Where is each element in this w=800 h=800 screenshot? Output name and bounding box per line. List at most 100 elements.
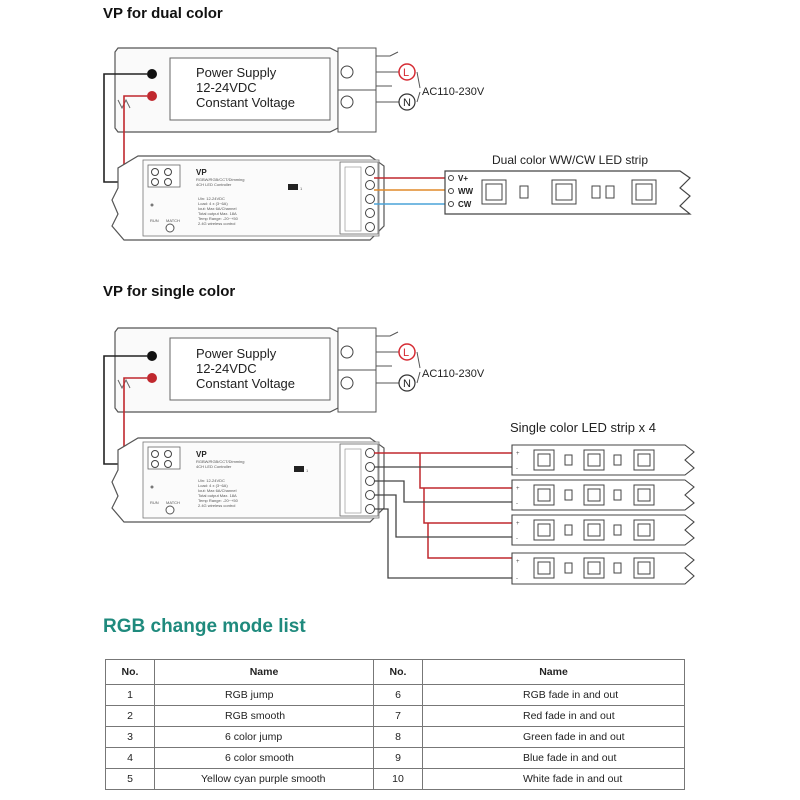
mode-no: 8 — [373, 726, 423, 748]
table-row: 5 Yellow cyan purple smooth 10 White fad… — [105, 768, 685, 790]
controller-name-1: VP — [196, 168, 207, 177]
pin-vplus: V+ — [458, 174, 468, 183]
controller-1: VP RGBW/RGB/CCT/Dimming 4CH LED Controll… — [111, 155, 385, 241]
mode-name: Yellow cyan purple smooth — [154, 768, 374, 790]
mode-table: No. Name No. Name 1 RGB jump 6 RGB fade … — [105, 659, 685, 790]
controller-name-2: VP — [196, 450, 207, 459]
mode-name: Red fade in and out — [422, 705, 685, 727]
svg-text:Uin: 12-24VDC: Uin: 12-24VDC — [198, 196, 225, 201]
mode-no: 5 — [105, 768, 155, 790]
psu-neg-terminal-1 — [147, 69, 157, 79]
section-title-dual: VP for dual color — [103, 5, 223, 22]
single-strip-2: + - — [511, 479, 695, 511]
table-row: 3 6 color jump 8 Green fade in and out — [105, 726, 685, 748]
svg-text:MATCH: MATCH — [166, 500, 180, 505]
header-name-1: Name — [154, 659, 374, 685]
svg-text:Load: 4 x (3~6A): Load: 4 x (3~6A) — [198, 201, 228, 206]
psu-pos-terminal-2 — [147, 373, 157, 383]
N-terminal-1 — [398, 93, 416, 111]
svg-text:2.4G wireless control: 2.4G wireless control — [198, 503, 235, 508]
svg-text:-: - — [516, 576, 518, 582]
svg-text:Temp Range: -20~+50: Temp Range: -20~+50 — [198, 498, 239, 503]
svg-text:RUN: RUN — [150, 218, 159, 223]
svg-text:+: + — [516, 559, 520, 565]
svg-text:L: L — [403, 347, 409, 359]
mode-name: RGB smooth — [154, 705, 374, 727]
svg-text:-: - — [516, 501, 518, 507]
psu-pos-terminal-1 — [147, 91, 157, 101]
single-strip-3: + - — [511, 514, 695, 546]
svg-text:+: + — [516, 486, 520, 492]
mode-no: 10 — [373, 768, 423, 790]
mode-no: 2 — [105, 705, 155, 727]
pin-cw: CW — [458, 200, 472, 209]
mode-no: 4 — [105, 747, 155, 769]
header-name-2: Name — [422, 659, 685, 685]
L-terminal-1 — [398, 63, 416, 81]
psu-neg-terminal-2 — [147, 351, 157, 361]
svg-text:Iout: Max 6A/Channel: Iout: Max 6A/Channel — [198, 206, 237, 211]
header-no-2: No. — [373, 659, 423, 685]
svg-text:Total output Max. 18A: Total output Max. 18A — [198, 493, 237, 498]
power-supply-2: Power Supply 12-24VDC Constant Voltage L… — [114, 327, 485, 413]
svg-text:+: + — [516, 451, 520, 457]
vplus-bus-2 — [374, 452, 512, 559]
svg-text:RGBW/RGB/CCT/Dimming: RGBW/RGB/CCT/Dimming — [196, 459, 244, 464]
mode-name: 6 color smooth — [154, 747, 374, 769]
svg-text:Temp Range: -20~+50: Temp Range: -20~+50 — [198, 216, 239, 221]
mode-no: 7 — [373, 705, 423, 727]
section-title-single: VP for single color — [103, 283, 236, 300]
dual-color-strip: V+ WW CW — [444, 170, 692, 215]
mode-name: 6 color jump — [154, 726, 374, 748]
mode-no: 1 — [105, 684, 155, 706]
pin-ww: WW — [458, 187, 474, 196]
svg-text:Load: 4 x (3~6A): Load: 4 x (3~6A) — [198, 483, 228, 488]
svg-text:+: + — [516, 521, 520, 527]
psu-voltage-2: 12-24VDC — [196, 361, 257, 376]
psu-mode-2: Constant Voltage — [196, 376, 295, 391]
svg-text:RUN: RUN — [150, 500, 159, 505]
svg-text:2.4G wireless control: 2.4G wireless control — [198, 221, 235, 226]
svg-text:Total output Max. 18A: Total output Max. 18A — [198, 211, 237, 216]
channel-wires-2 — [374, 466, 512, 579]
svg-text:L: L — [403, 67, 409, 79]
svg-text:-: - — [516, 466, 518, 472]
L-terminal-2 — [398, 343, 416, 361]
svg-text:Uin: 12-24VDC: Uin: 12-24VDC — [198, 478, 225, 483]
mode-name: RGB jump — [154, 684, 374, 706]
svg-text:4CH LED Controller: 4CH LED Controller — [196, 182, 232, 187]
ac-label-2: AC110-230V — [422, 368, 485, 380]
table-row: 1 RGB jump 6 RGB fade in and out — [105, 684, 685, 706]
mode-name: Blue fade in and out — [422, 747, 685, 769]
header-no-1: No. — [105, 659, 155, 685]
ac-label-1: AC110-230V — [422, 86, 485, 98]
mode-no: 3 — [105, 726, 155, 748]
mode-no: 9 — [373, 747, 423, 769]
svg-text:1: 1 — [300, 186, 303, 191]
mode-name: Green fade in and out — [422, 726, 685, 748]
controller-2: VP RGBW/RGB/CCT/Dimming 4CH LED Controll… — [111, 437, 385, 523]
svg-text:Iout: Max 6A/Channel: Iout: Max 6A/Channel — [198, 488, 237, 493]
mode-name: RGB fade in and out — [422, 684, 685, 706]
svg-text:N: N — [403, 378, 411, 390]
svg-text:-: - — [516, 536, 518, 542]
psu-label-1: Power Supply — [196, 65, 277, 80]
table-row: 4 6 color smooth 9 Blue fade in and out — [105, 747, 685, 769]
single-strip-4: + - — [511, 552, 695, 585]
mode-list-title: RGB change mode list — [103, 616, 306, 637]
svg-text:RGBW/RGB/CCT/Dimming: RGBW/RGB/CCT/Dimming — [196, 177, 244, 182]
svg-text:N: N — [403, 97, 411, 109]
mode-no: 6 — [373, 684, 423, 706]
mode-table-header: No. Name No. Name — [105, 659, 685, 685]
mode-name: White fade in and out — [422, 768, 685, 790]
N-terminal-2 — [398, 374, 416, 392]
power-supply-1: Power Supply 12-24VDC Constant Voltage L… — [114, 47, 485, 133]
psu-voltage-1: 12-24VDC — [196, 80, 257, 95]
svg-text:4CH LED Controller: 4CH LED Controller — [196, 464, 232, 469]
table-row: 2 RGB smooth 7 Red fade in and out — [105, 705, 685, 727]
svg-text:1: 1 — [306, 468, 309, 473]
psu-mode-1: Constant Voltage — [196, 95, 295, 110]
strip-title-dual: Dual color WW/CW LED strip — [492, 153, 648, 167]
